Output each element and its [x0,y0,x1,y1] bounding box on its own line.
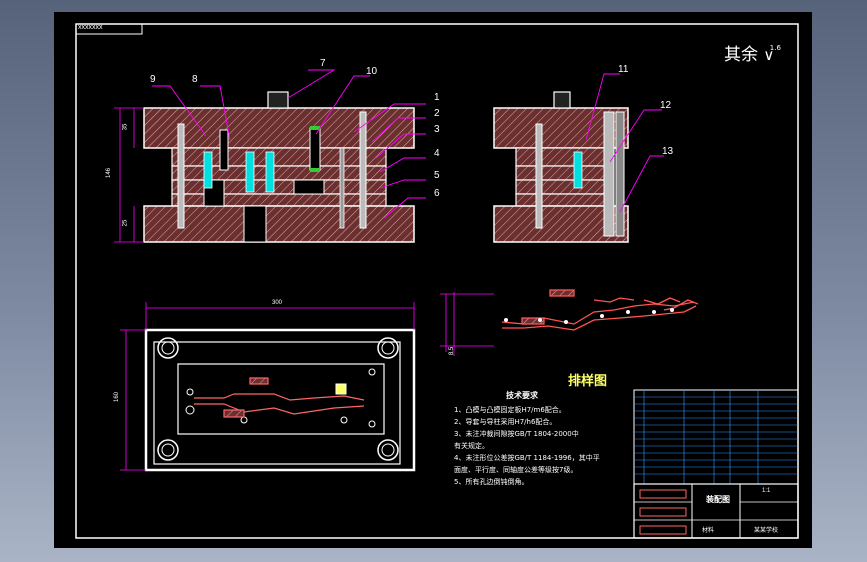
title-block-scale: 1:1 [762,488,771,494]
drawing-canvas [75,23,799,539]
tech-item-3: 3、未注冲裁间隙按GB/T 1804-2000中 [454,430,579,438]
tech-requirements: 技术要求 1、凸模与凸模固定板H7/m6配合。 2、导套与导柱采用H7/h6配合… [454,390,600,488]
roughness-value: 1.6 [769,44,781,52]
part-label-2: 2 [434,108,440,119]
title-block-material: 材料 [702,528,715,534]
front-dimensions [114,107,144,243]
layout-title: 排样图 [568,374,608,389]
tech-requirements-heading: 技术要求 [506,391,538,400]
tech-item-2: 2、导套与导柱采用H7/h6配合。 [454,418,557,426]
tech-item-1: 1、凸模与凸模固定板H7/m6配合。 [454,406,566,414]
dim-plan-depth: 160 [114,391,121,403]
part-label-3: 3 [434,124,440,135]
dim-front-lower: 25 [122,219,129,227]
drawing-code: xxxxxxx [78,24,103,31]
part-label-5: 5 [434,170,440,181]
dim-front-upper: 35 [122,123,129,131]
front-section-view [143,91,415,243]
title-block [633,483,799,539]
title-block-school: 某某学校 [754,528,779,534]
part-leaders [152,69,664,219]
tech-item-4b: 面度、平行度、同轴度公差等级按7级。 [454,466,578,474]
side-section-view [493,91,629,243]
drawing-sheet: xxxxxxx 其余 ∨ 1.6 1 2 3 4 5 6 7 8 9 10 11… [54,12,812,548]
strip-layout [440,289,699,356]
tech-item-4: 4、未注形位公差按GB/T 1184-1996，其中平 [454,454,600,462]
part-label-9: 9 [150,74,156,85]
part-label-1: 1 [434,92,440,103]
drawing-frame [75,23,799,539]
roughness-symbol-icon: ∨ [763,46,775,64]
tech-item-3b: 有关规定。 [454,442,489,450]
roughness-note: 其余 ∨ 1.6 [724,40,791,65]
code-box [75,23,143,35]
plan-dimensions [120,302,415,471]
plan-view [144,328,416,472]
part-label-6: 6 [434,188,440,199]
part-label-8: 8 [192,74,198,85]
title-block-name: 装配图 [706,495,730,504]
part-label-13: 13 [662,146,674,157]
part-label-10: 10 [366,66,378,77]
dim-front-height: 146 [106,167,113,179]
tech-item-5: 5、所有孔边倒钝倒角。 [454,478,529,486]
parts-list-table [633,389,799,485]
part-label-11: 11 [618,64,629,75]
roughness-note-text: 其余 [724,45,758,65]
part-label-7: 7 [320,58,326,69]
part-label-12: 12 [660,100,672,111]
dim-plan-width: 300 [272,300,283,306]
part-label-4: 4 [434,148,440,159]
dim-strip-pitch: 8.5 [449,346,456,356]
